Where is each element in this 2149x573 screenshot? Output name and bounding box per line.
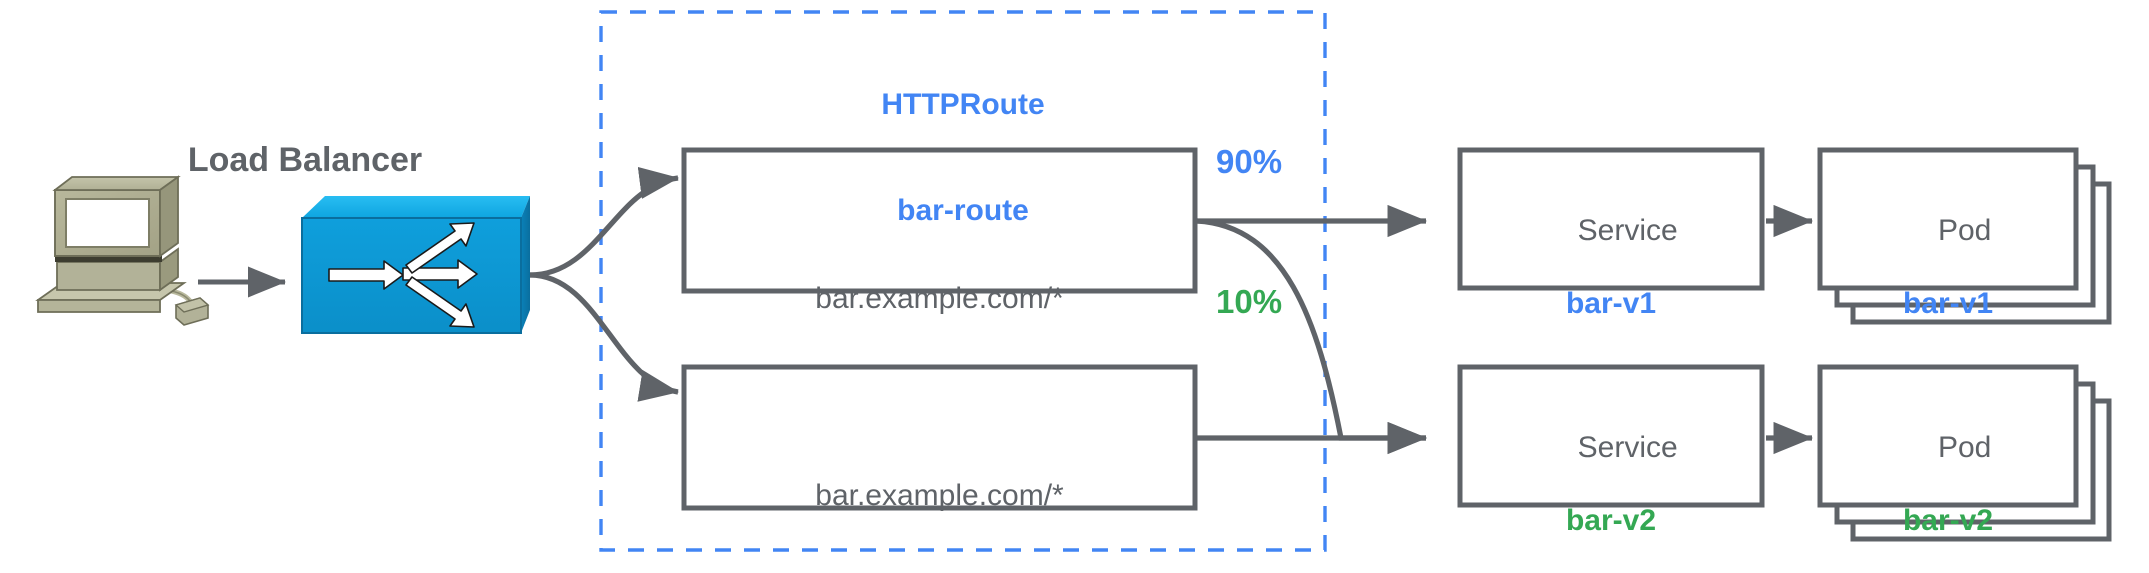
desktop-computer-icon — [35, 175, 210, 326]
weight-label-10: 10% — [1216, 283, 1283, 320]
service-box-bar-v1 — [1457, 147, 1765, 291]
load-balancer-label: Load Balancer — [187, 141, 423, 179]
service-box-bar-v2 — [1457, 364, 1765, 508]
service-bar-v1-name: bar-v1 — [1565, 286, 1657, 320]
httproute-kind: HTTPRoute — [881, 87, 1045, 121]
arrow-lb-to-rule-primary — [529, 166, 680, 278]
httproute-title: HTTPRoute bar-route — [600, 16, 1326, 299]
service-bar-v1-label: Service bar-v1 — [1460, 176, 1762, 396]
pod-stack-bar-v1 — [1817, 147, 2112, 325]
pod-bar-v1-name: bar-v1 — [1902, 286, 1994, 320]
rule-primary-label: bar.example.com/* — [684, 203, 1195, 395]
load-balancer-icon — [301, 196, 530, 334]
service-bar-v2-kind: Service — [1577, 430, 1678, 464]
rule-primary-line-1: bar.example.com/* — [815, 281, 1064, 315]
rule-canary-line-1: bar.example.com/* — [815, 478, 1064, 512]
pod-bar-v1-label: Pod bar-v1 — [1820, 176, 2076, 396]
arrow-lb-to-rule-canary — [529, 272, 680, 402]
rule-canary-label: bar.example.com/* env: canary — [684, 400, 1195, 573]
pod-bar-v2-label: Pod bar-v2 — [1820, 393, 2076, 573]
service-bar-v2-label: Service bar-v2 — [1460, 393, 1762, 573]
rule-box-canary — [681, 364, 1198, 511]
pod-bar-v1-kind: Pod — [1937, 213, 1992, 247]
weight-label-90: 90% — [1216, 143, 1283, 180]
pod-box-bar-v1 — [1817, 147, 2079, 291]
pod-stack-bar-v2 — [1817, 364, 2112, 542]
pod-bar-v2-name: bar-v2 — [1902, 503, 1994, 537]
service-bar-v2-name: bar-v2 — [1565, 503, 1657, 537]
arrow-rule-primary-to-service-v2 — [1196, 218, 1428, 455]
pod-bar-v2-kind: Pod — [1937, 430, 1992, 464]
httproute-name: bar-route — [897, 193, 1029, 227]
httproute-container — [599, 10, 1327, 552]
pod-box-bar-v2 — [1817, 364, 2079, 508]
service-bar-v1-kind: Service — [1577, 213, 1678, 247]
rule-box-primary — [681, 147, 1198, 294]
